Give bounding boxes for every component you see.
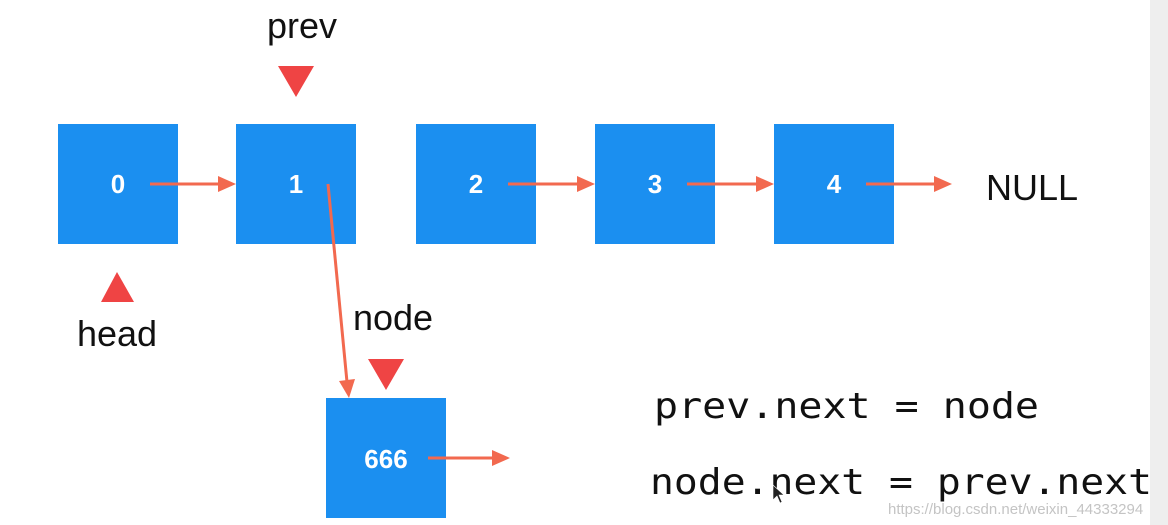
arrow-666-next — [428, 450, 510, 466]
node-label: node — [353, 297, 433, 338]
arrow-4-to-null — [866, 176, 952, 192]
right-edge-strip — [1150, 0, 1168, 525]
head-label: head — [77, 313, 157, 354]
node-value: 1 — [289, 169, 303, 199]
arrow-right-icon — [577, 176, 595, 192]
arrow-2-to-3 — [508, 176, 595, 192]
arrow-1-to-666 — [326, 183, 355, 398]
head-pointer-icon — [101, 272, 134, 302]
arrow-down-icon — [339, 379, 355, 398]
node-666: 666 — [326, 398, 446, 518]
node-value: 0 — [111, 169, 125, 199]
code-line-prev-next: prev.next = node — [654, 386, 1039, 427]
node-box — [326, 398, 446, 518]
arrow-3-to-4 — [687, 176, 774, 192]
null-label: NULL — [986, 167, 1078, 208]
prev-label: prev — [267, 5, 337, 46]
watermark-url: https://blog.csdn.net/weixin_44333294 — [888, 501, 1143, 518]
arrow-right-icon — [218, 176, 236, 192]
node-pointer-icon — [368, 359, 404, 390]
node-value: 3 — [648, 169, 662, 199]
node-1: 1 — [236, 124, 356, 244]
arrow-right-icon — [934, 176, 952, 192]
code-line-node-next: node.next = prev.next — [650, 462, 1152, 503]
node-value: 4 — [827, 169, 842, 199]
node-value: 666 — [364, 444, 407, 474]
arrow-0-to-1 — [150, 176, 236, 192]
node-value: 2 — [469, 169, 483, 199]
arrow-right-icon — [492, 450, 510, 466]
node-box — [236, 124, 356, 244]
mouse-cursor-icon — [772, 484, 785, 504]
prev-pointer-icon — [278, 66, 314, 97]
arrow-right-icon — [756, 176, 774, 192]
